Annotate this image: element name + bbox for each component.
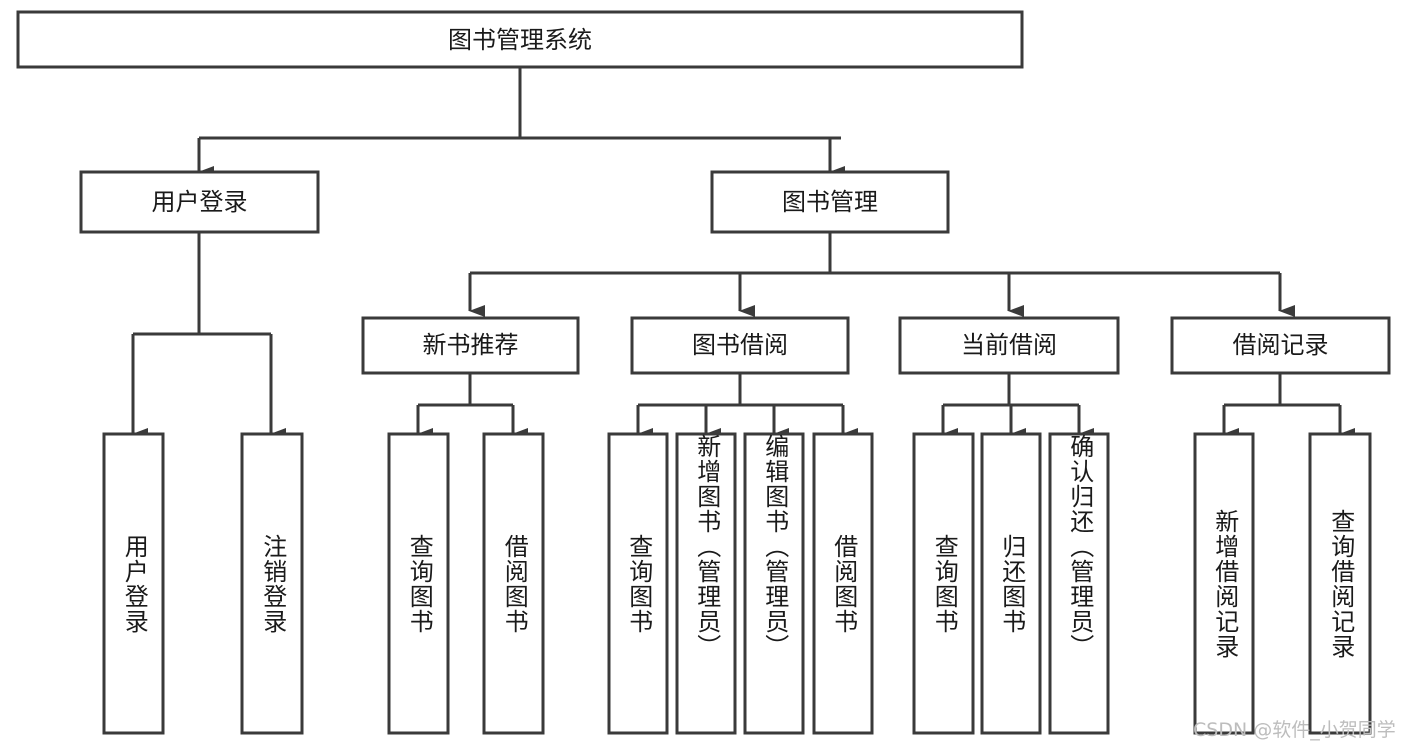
node-borrow-record[interactable]: 借阅记录 (1170, 316, 1391, 375)
leaf-book-borrow-2[interactable] (675, 432, 737, 735)
edge-currentborrow-to-leaves (941, 373, 1094, 440)
node-current-borrow[interactable]: 当前借阅 (898, 316, 1120, 375)
node-user-login-label: 用户登录 (152, 188, 248, 216)
leaf-book-borrow-1[interactable] (607, 432, 669, 735)
node-book-management[interactable]: 图书管理 (710, 170, 950, 234)
leaf-user-login-2[interactable] (240, 432, 304, 735)
leaf-book-borrow-4[interactable] (812, 432, 874, 735)
edge-userlogin-to-leaves (131, 232, 286, 440)
node-root-label: 图书管理系统 (448, 26, 592, 54)
leaf-borrow-record-2[interactable] (1308, 432, 1372, 735)
leaf-new-book-2[interactable] (482, 432, 545, 735)
leaf-borrow-record-1[interactable] (1193, 432, 1255, 735)
node-borrow-record-label: 借阅记录 (1233, 331, 1329, 359)
edge-bookborrow-to-leaves (636, 373, 858, 440)
node-book-borrow-label: 图书借阅 (692, 331, 788, 359)
node-new-book-recommend[interactable]: 新书推荐 (361, 316, 580, 375)
watermark-text: CSDN @软件_小贺同学 (1193, 719, 1396, 741)
node-book-borrow[interactable]: 图书借阅 (630, 316, 850, 375)
leaf-user-login-1[interactable] (102, 432, 165, 735)
node-root[interactable]: 图书管理系统 (16, 10, 1024, 69)
leaf-current-borrow-3[interactable] (1048, 432, 1110, 735)
node-new-book-recommend-label: 新书推荐 (423, 331, 519, 359)
leaf-new-book-1[interactable] (387, 432, 450, 735)
edge-borrowrecord-to-leaves (1222, 373, 1355, 440)
node-current-borrow-label: 当前借阅 (961, 331, 1057, 359)
node-book-management-label: 图书管理 (782, 188, 878, 216)
leaf-current-borrow-1[interactable] (912, 432, 975, 735)
edge-bookmgmt-to-level2 (468, 232, 1295, 317)
leaf-current-borrow-2[interactable] (980, 432, 1042, 735)
edge-newbook-to-leaves (416, 373, 528, 440)
leaf-book-borrow-3[interactable] (743, 432, 805, 735)
node-user-login[interactable]: 用户登录 (79, 170, 320, 234)
edge-root-to-level1 (197, 67, 845, 178)
